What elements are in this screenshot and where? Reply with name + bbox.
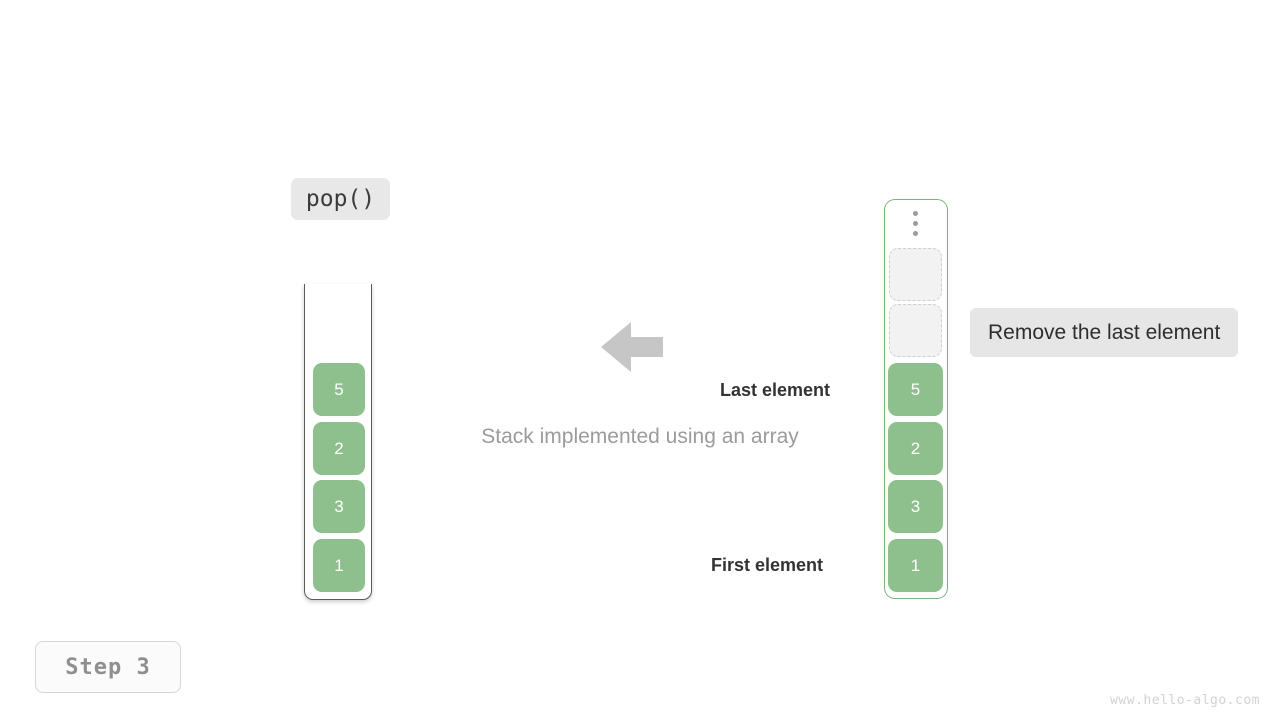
stack-view: 5 2 3 1 — [304, 284, 374, 602]
last-element-label: Last element — [720, 380, 831, 400]
diagram-caption: Stack implemented using an array — [0, 425, 1280, 449]
array-empty-slot — [889, 304, 942, 357]
array-empty-slot — [889, 248, 942, 301]
annotation-callout: Remove the last element — [970, 308, 1239, 357]
first-element-label: First element — [711, 555, 824, 575]
stack-cell: 3 — [313, 480, 365, 533]
vertical-ellipsis-icon — [913, 211, 919, 241]
step-badge: Step 3 — [35, 641, 181, 693]
arrow-left-icon — [601, 321, 663, 373]
stack-cell-list: 5 2 3 1 — [313, 284, 365, 600]
array-cell: 1 — [888, 539, 943, 592]
diagram-caption-text: Stack implemented using an array — [481, 425, 799, 448]
watermark: www.hello-algo.com — [1110, 693, 1260, 708]
array-view: 5 2 3 1 — [884, 199, 948, 599]
stack-cell: 5 — [313, 363, 365, 416]
stack-cell: 1 — [313, 539, 365, 592]
array-cell: 5 — [888, 363, 943, 416]
stack-cell: 2 — [313, 422, 365, 475]
array-cell: 2 — [888, 422, 943, 475]
operation-badge: pop() — [291, 178, 390, 220]
array-cell: 3 — [888, 480, 943, 533]
